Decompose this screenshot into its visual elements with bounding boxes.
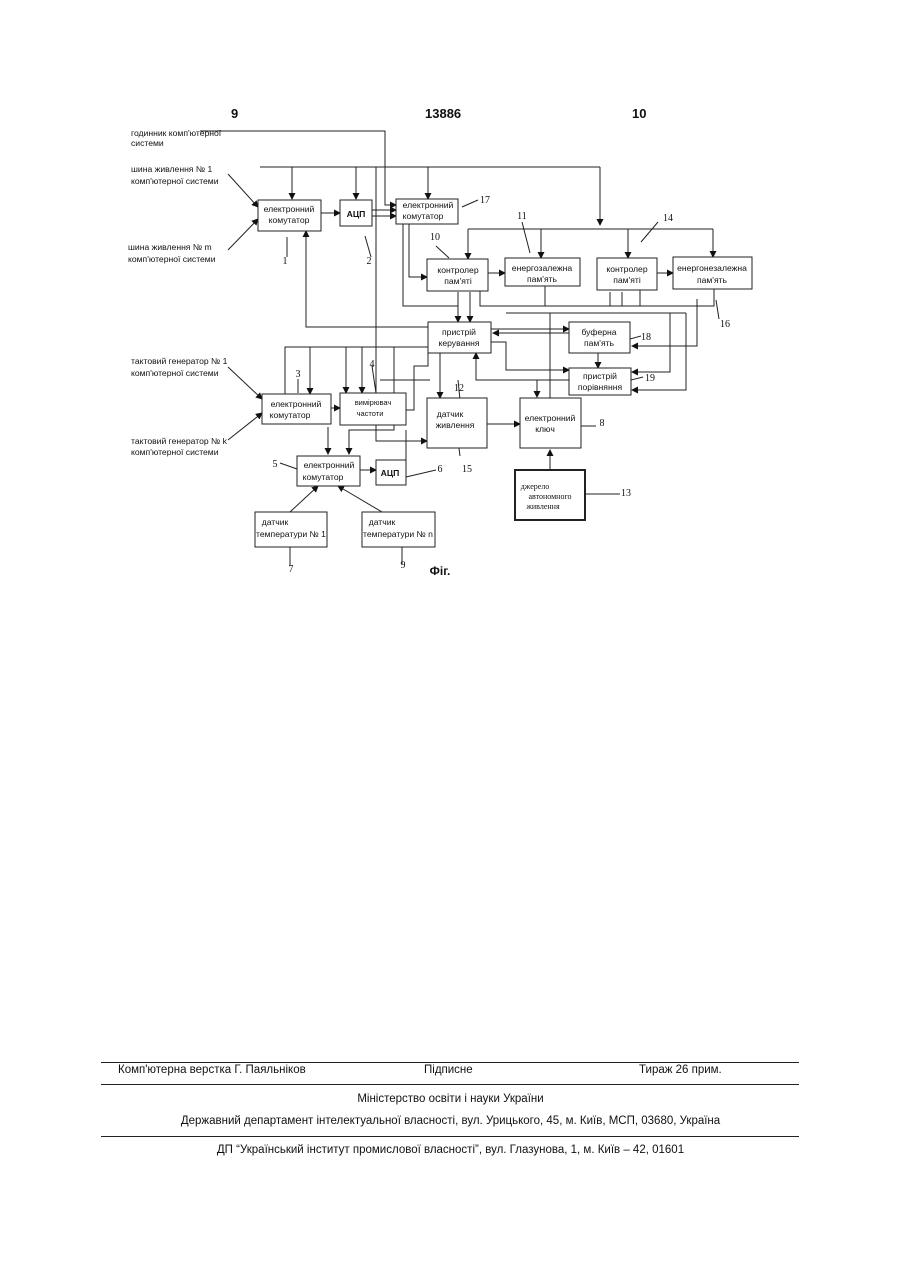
label-b15-l1: датчик: [437, 409, 464, 419]
label-b6: АЦП: [381, 468, 400, 478]
label-b11-l2: пам'ять: [527, 274, 558, 284]
footer-circulation: Тираж 26 прим.: [639, 1064, 722, 1076]
label-b11-l1: енергозалежна: [512, 263, 573, 273]
label-tn-l1: датчик: [369, 517, 396, 527]
label-b18-l1: буферна: [581, 327, 616, 337]
label-b4-l1: вимірювач: [355, 398, 392, 407]
label-b5-l1: електронний: [304, 460, 355, 470]
input-gen1-l2: комп'ютерної системи: [131, 368, 219, 378]
ref-3: 3: [296, 369, 301, 380]
ref-5: 5: [273, 459, 278, 470]
footer-layout: Комп'ютерна верстка Г. Паяльніков: [118, 1064, 306, 1076]
block-diagram: годинник комп'ютерної системи шина живле…: [0, 0, 901, 600]
label-b14c-l2: пам'яті: [613, 275, 641, 285]
input-bus1-l1: шина живлення № 1: [131, 164, 212, 174]
footer-ministry: Міністерство освіти і науки України: [0, 1093, 901, 1105]
label-b10-l2: пам'яті: [444, 276, 472, 286]
label-b3-l2: комутатор: [270, 410, 311, 420]
label-b18-l2: пам'ять: [584, 338, 615, 348]
footer-rule-bottom: [101, 1136, 799, 1137]
footer-rule-middle: [101, 1084, 799, 1085]
footer-department: Державний департамент інтелектуальної вл…: [0, 1115, 901, 1127]
label-b14c-l1: контролер: [606, 264, 647, 274]
label-b3-l1: електронний: [271, 399, 322, 409]
label-control-l2: керування: [438, 338, 479, 348]
footer-institute: ДП “Український інститут промислової вла…: [0, 1144, 901, 1156]
block-controller-14: [597, 258, 657, 290]
ref-19: 19: [645, 373, 655, 384]
label-b19-l2: порівняння: [578, 382, 623, 392]
ref-17: 17: [480, 195, 490, 206]
ref-4: 4: [370, 359, 375, 370]
ref-11: 11: [517, 211, 527, 222]
label-b17-l1: електронний: [403, 200, 454, 210]
label-b1-l2: комутатор: [269, 215, 310, 225]
ref-6: 6: [438, 464, 443, 475]
input-genk-l2: комп'ютерної системи: [131, 447, 219, 457]
label-t1-l1: датчик: [262, 517, 289, 527]
input-busm-l2: комп'ютерної системи: [128, 254, 216, 264]
label-tn-l2: температури № n: [363, 529, 433, 539]
ref-1: 1: [283, 256, 288, 267]
label-b5-l2: комутатор: [303, 472, 344, 482]
label-b15-l2: живлення: [436, 420, 475, 430]
block-electronic-key-8: [520, 398, 581, 448]
figure-caption: Фіг.: [430, 564, 451, 578]
ref-16: 16: [720, 319, 730, 330]
footer-signed: Підписне: [424, 1064, 473, 1076]
label-b19-l1: пристрій: [583, 371, 617, 381]
label-b8-l1: електронний: [525, 413, 576, 423]
ref-15: 15: [462, 464, 472, 475]
label-b17-l2: комутатор: [403, 211, 444, 221]
input-gen1-l1: тактовий генератор № 1: [131, 356, 228, 366]
ref-18: 18: [641, 332, 651, 343]
label-t1-l2: температури № 1: [256, 529, 326, 539]
label-b8-l2: ключ: [535, 424, 555, 434]
ref-7: 7: [289, 564, 294, 575]
label-b13-l3: живлення: [525, 502, 560, 511]
input-busm-l1: шина живлення № m: [128, 242, 212, 252]
ref-12: 12: [454, 383, 464, 394]
ref-10: 10: [430, 232, 440, 243]
label-b4-l2: частоти: [357, 409, 384, 418]
label-b16-l1: енергонезалежна: [677, 263, 747, 273]
label-b2: АЦП: [347, 209, 366, 219]
label-b13-l2: автономного: [528, 492, 571, 501]
input-clock-l1: годинник комп'ютерної: [131, 128, 222, 138]
footer-rule-top: [101, 1062, 799, 1063]
input-clock-l2: системи: [131, 138, 164, 148]
label-b16-l2: пам'ять: [697, 275, 728, 285]
label-b10-l1: контролер: [437, 265, 478, 275]
ref-14: 14: [663, 213, 673, 224]
label-b13-l1: джерело: [521, 482, 550, 491]
ref-2: 2: [367, 256, 372, 267]
ref-8: 8: [600, 418, 605, 429]
label-control-l1: пристрій: [442, 327, 476, 337]
ref-9: 9: [401, 560, 406, 571]
ref-13: 13: [621, 488, 631, 499]
input-genk-l1: тактовий генератор № k: [131, 436, 228, 446]
label-b1-l1: електронний: [264, 204, 315, 214]
input-bus1-l2: комп'ютерної системи: [131, 176, 219, 186]
block-controller-10: [427, 259, 488, 291]
